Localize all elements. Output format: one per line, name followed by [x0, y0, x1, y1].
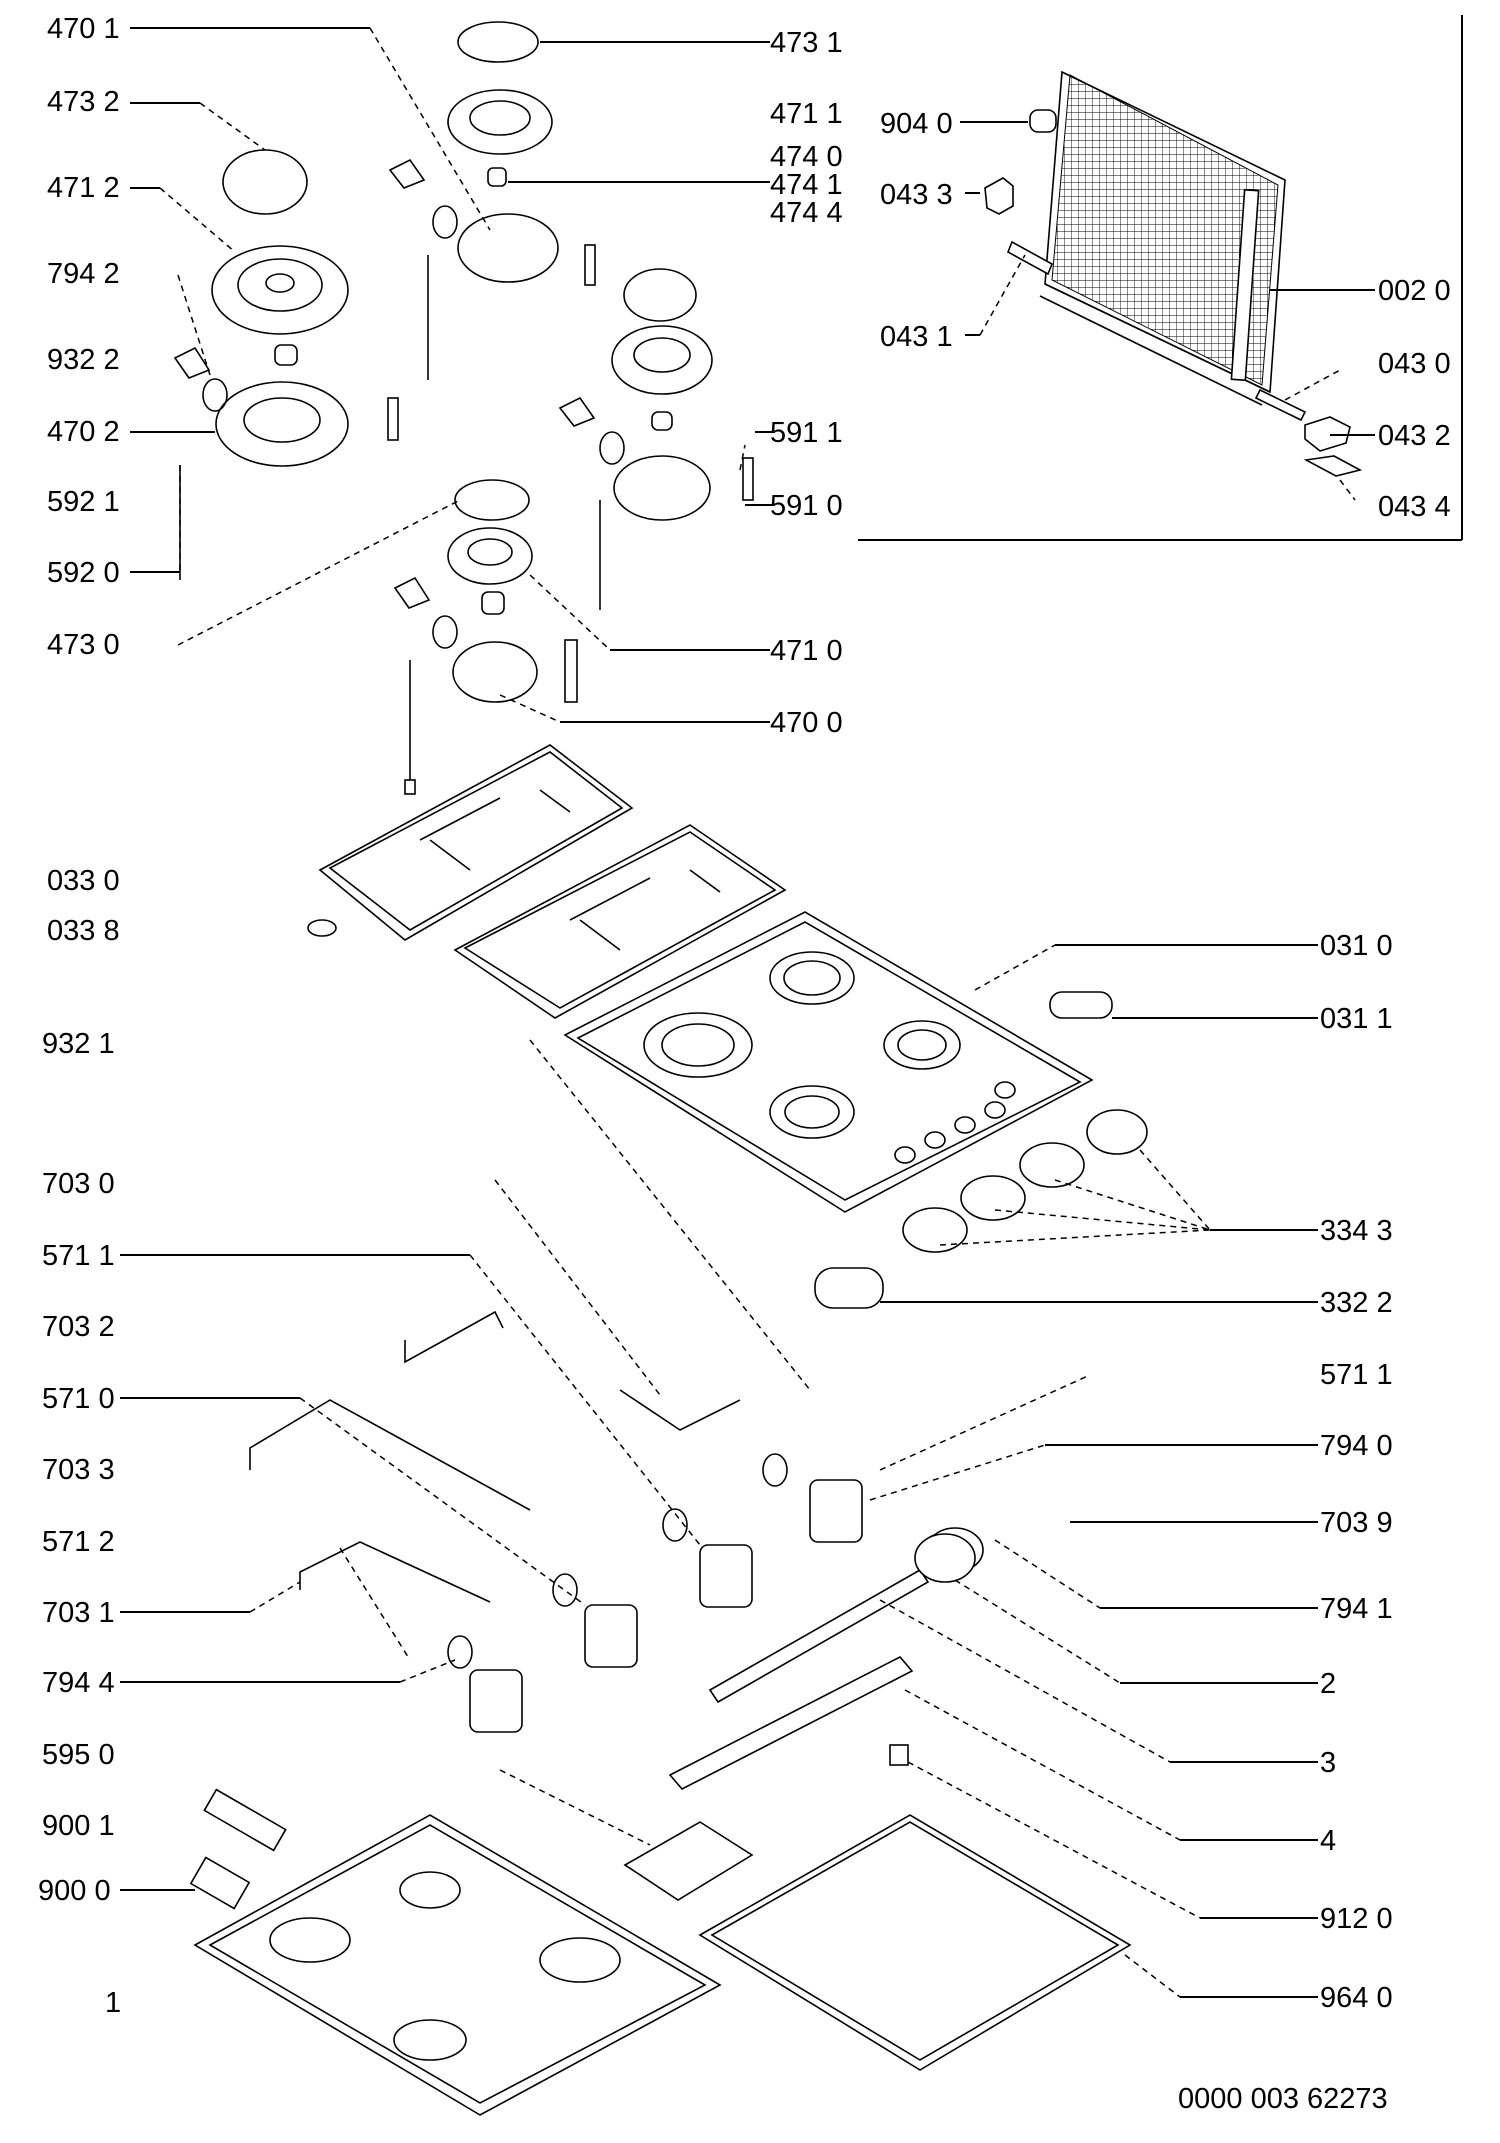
- cap-473-1: [457, 21, 539, 63]
- label-794-4: 794 4: [42, 1667, 115, 1699]
- label-473-2: 473 2: [47, 86, 120, 118]
- glass-lid-002-0: [1039, 70, 1286, 406]
- label-470-2: 470 2: [47, 416, 120, 448]
- label-794-0: 794 0: [1320, 1430, 1393, 1462]
- cap-small: [623, 268, 697, 322]
- label-571-1-left: 571 1: [42, 1240, 115, 1272]
- label-703-2: 703 2: [42, 1311, 115, 1343]
- cap-473-2: [222, 149, 308, 215]
- label-794-2: 794 2: [47, 258, 120, 290]
- label-703-0: 703 0: [42, 1168, 115, 1200]
- label-703-3: 703 3: [42, 1454, 115, 1486]
- nut-2: [914, 1533, 976, 1583]
- label-334-3: 334 3: [1320, 1215, 1393, 1247]
- label-591-1: 591 1: [770, 417, 843, 449]
- label-2: 2: [1320, 1668, 1336, 1700]
- label-595-0: 595 0: [42, 1739, 115, 1771]
- label-932-1: 932 1: [42, 1028, 115, 1060]
- cover-332-2: [814, 1267, 884, 1309]
- plug-912-0: [889, 1744, 909, 1766]
- burner-bodies: [215, 167, 711, 703]
- label-332-2: 332 2: [1320, 1287, 1393, 1319]
- label-033-0: 033 0: [47, 865, 120, 897]
- label-1: 1: [105, 1987, 121, 2019]
- label-912-0: 912 0: [1320, 1903, 1393, 1935]
- label-4: 4: [1320, 1825, 1336, 1857]
- bracket-900-0: [189, 1856, 251, 1910]
- hinge-043-3: [984, 177, 1014, 215]
- label-794-1: 794 1: [1320, 1593, 1393, 1625]
- knobs-334-3: [814, 1109, 1211, 1309]
- label-031-0: 031 0: [1320, 930, 1393, 962]
- inset-frame: [858, 15, 1463, 541]
- label-043-4: 043 4: [1378, 491, 1451, 523]
- label-571-1-right: 571 1: [1320, 1359, 1393, 1391]
- clips-932: [173, 158, 625, 649]
- label-900-0: 900 0: [38, 1875, 111, 1907]
- gas-pipes-703: [249, 1310, 930, 1790]
- foot-033-8: [307, 919, 337, 937]
- hinge-pin-043-0: [1254, 388, 1307, 422]
- hinge-parts-043: [984, 109, 1363, 477]
- cap-473-0: [454, 479, 530, 521]
- hinge-043-2: [1304, 416, 1351, 452]
- label-571-2: 571 2: [42, 1526, 115, 1558]
- label-470-0: 470 0: [770, 707, 843, 739]
- label-591-0: 591 0: [770, 490, 843, 522]
- base-tray-1: [193, 1814, 722, 2116]
- thermocouples-592: [179, 244, 754, 795]
- label-3: 3: [1320, 1747, 1336, 1779]
- label-932-2: 932 2: [47, 344, 120, 376]
- bumper-904-0: [1029, 109, 1057, 133]
- label-033-8: 033 8: [47, 915, 120, 947]
- label-703-1: 703 1: [42, 1597, 115, 1629]
- label-703-9: 703 9: [1320, 1507, 1393, 1539]
- label-043-3: 043 3: [880, 179, 953, 211]
- label-474-1: 474 1: [770, 169, 843, 201]
- label-474-0: 474 0: [770, 141, 843, 173]
- label-473-0: 473 0: [47, 629, 120, 661]
- leader-lines: [120, 27, 1375, 1998]
- label-471-2: 471 2: [47, 172, 120, 204]
- label-473-1: 473 1: [770, 27, 843, 59]
- label-904-0: 904 0: [880, 108, 953, 140]
- label-043-1: 043 1: [880, 321, 953, 353]
- gas-valves-571: [447, 1453, 984, 1733]
- ignition-box-595-0: [189, 1744, 909, 1910]
- label-900-1: 900 1: [42, 1810, 115, 1842]
- label-043-2: 043 2: [1378, 420, 1451, 452]
- callout-labels: 470 1 473 2 471 2 794 2 932 2 470 2 592 …: [38, 13, 1451, 2115]
- label-592-0: 592 0: [47, 557, 120, 589]
- hinge-043-4: [1303, 455, 1363, 477]
- label-031-1: 031 1: [1320, 1003, 1393, 1035]
- badge-031-1: [1049, 991, 1113, 1019]
- label-571-0: 571 0: [42, 1383, 115, 1415]
- rail-595-0: [668, 1656, 914, 1790]
- label-002-0: 002 0: [1378, 275, 1451, 307]
- label-471-0: 471 0: [770, 635, 843, 667]
- label-471-1: 471 1: [770, 98, 843, 130]
- label-470-1: 470 1: [47, 13, 120, 45]
- pan-supports-033-0: [307, 744, 787, 1019]
- label-043-0: 043 0: [1378, 348, 1451, 380]
- hob-top-031-0: [563, 911, 1113, 1213]
- label-592-1: 592 1: [47, 486, 120, 518]
- hinge-pin-043-1: [1006, 240, 1054, 276]
- gasket-964-0: [698, 1814, 1132, 2071]
- document-number: 0000 003 62273: [1178, 2083, 1388, 2115]
- burner-caps: [222, 21, 697, 521]
- label-964-0: 964 0: [1320, 1982, 1393, 2014]
- bracket-900-1: [203, 1788, 287, 1852]
- burner-crowns: [211, 89, 713, 585]
- label-474-4: 474 4: [770, 197, 843, 229]
